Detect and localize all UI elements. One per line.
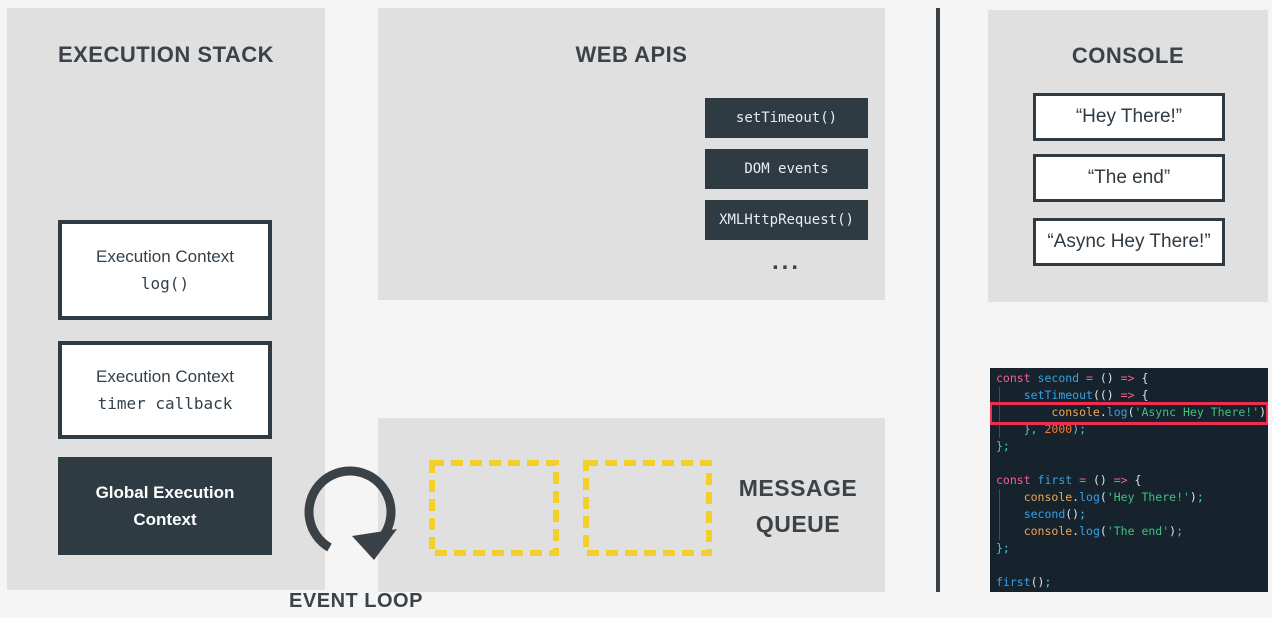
web-apis-panel: WEB APIS setTimeout() DOM events XMLHttp…: [378, 8, 885, 300]
more-apis-ellipsis: ...: [771, 248, 801, 275]
stack-frame-log: Execution Context log(): [58, 220, 272, 320]
event-loop-label: EVENT LOOP: [289, 590, 423, 612]
message-queue-title: MESSAGE QUEUE: [708, 470, 888, 542]
code-line: };: [996, 439, 1010, 453]
code-line: }, 2000);: [1023, 422, 1087, 436]
console-title: CONSOLE: [1071, 43, 1185, 68]
stack-frame-code: timer callback: [97, 394, 233, 413]
code-line: setTimeout(() => {: [1023, 388, 1149, 402]
api-chip-xmlhttprequest: XMLHttpRequest(): [705, 200, 868, 240]
message-queue-title-line1: MESSAGE: [738, 475, 858, 501]
vertical-divider: [936, 8, 940, 592]
code-line: const second = () => {: [996, 371, 1149, 385]
queue-empty-slot: [583, 460, 712, 561]
stack-frame-timer-callback: Execution Context timer callback: [58, 341, 272, 439]
console-panel: CONSOLE “Hey There!” “The end” “Async He…: [988, 10, 1268, 302]
code-editor-snippet: const second = () => { setTimeout(() => …: [990, 368, 1268, 592]
stack-frame-label: Context: [133, 510, 197, 529]
dashed-slot-outline: [583, 460, 712, 556]
execution-stack-title: EXECUTION STACK: [57, 42, 275, 67]
message-queue-panel: MESSAGE QUEUE: [378, 418, 885, 592]
code-line: second();: [1023, 507, 1087, 521]
indent-guide: [999, 489, 1000, 540]
dashed-slot-outline: [429, 460, 559, 556]
stack-frame-label: Global Execution: [95, 483, 235, 502]
code-line: [996, 557, 1268, 574]
code-line: console.log('Async Hey There!');: [1051, 405, 1268, 419]
console-message: “Async Hey There!”: [1033, 218, 1225, 266]
execution-stack-panel: EXECUTION STACK Execution Context log() …: [7, 8, 325, 590]
stack-frame-code: log(): [140, 274, 190, 293]
queue-empty-slot: [429, 460, 559, 561]
message-queue-title-line2: QUEUE: [755, 511, 841, 537]
web-apis-title: WEB APIS: [575, 42, 688, 67]
code-line: first();: [996, 575, 1052, 589]
indent-guide: [999, 387, 1000, 438]
event-loop-cycle-icon: [304, 466, 397, 560]
console-message: “Hey There!”: [1033, 93, 1225, 141]
code-line: console.log('The end');: [1023, 524, 1184, 538]
code-line: console.log('Hey There!');: [1023, 490, 1204, 504]
code-line: [996, 455, 1268, 472]
code-line: };: [996, 541, 1010, 555]
api-chip-dom-events: DOM events: [705, 149, 868, 189]
code-lines: const second = () => { setTimeout(() => …: [996, 370, 1268, 591]
highlighted-line-box: [990, 402, 1268, 425]
api-chip-settimeout: setTimeout(): [705, 98, 868, 138]
stack-frame-global-context: Global Execution Context: [58, 457, 272, 555]
stack-frame-label: Execution Context: [96, 247, 234, 266]
console-message: “The end”: [1033, 154, 1225, 202]
stack-frame-label: Execution Context: [96, 367, 234, 386]
code-line: const first = () => {: [996, 473, 1142, 487]
